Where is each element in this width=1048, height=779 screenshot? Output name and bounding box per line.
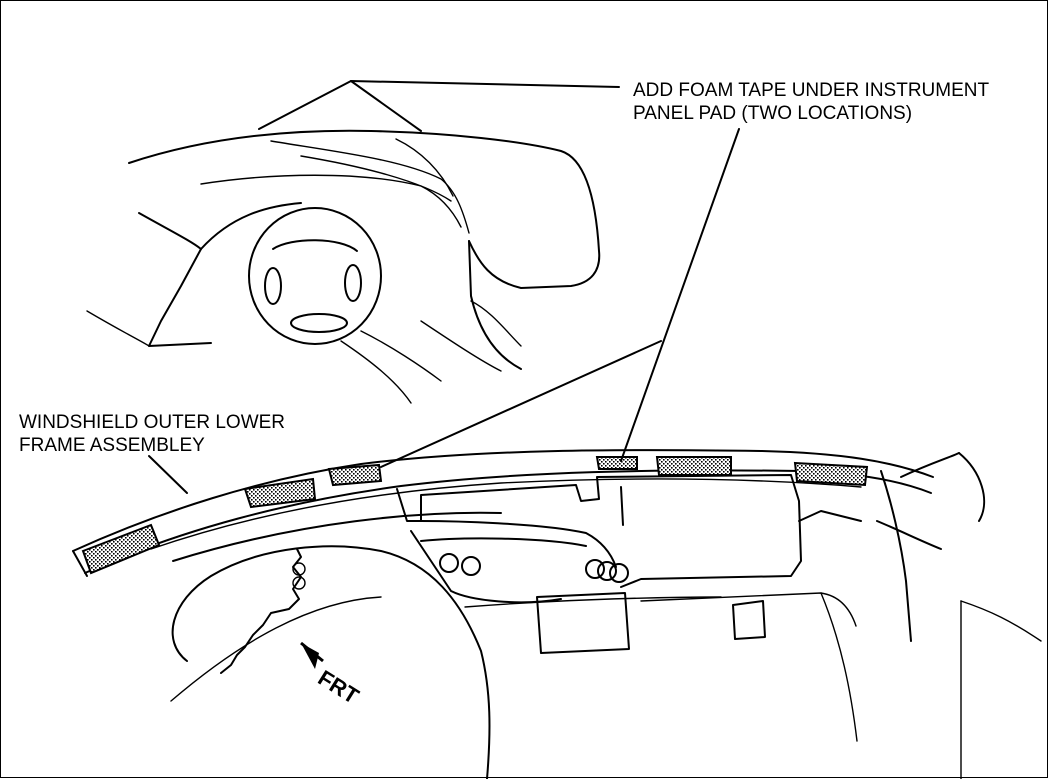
windshield-frame-callout-line1: WINDSHIELD OUTER LOWER bbox=[19, 412, 286, 433]
foam-tape-callout-line2: PANEL PAD (TWO LOCATIONS) bbox=[633, 103, 913, 124]
foam-tape-callout-line1: ADD FOAM TAPE UNDER INSTRUMENT bbox=[633, 80, 990, 101]
dash-assembly-view bbox=[72, 128, 1042, 779]
windshield-frame-callout: WINDSHIELD OUTER LOWER FRAME ASSEMBLEY bbox=[19, 411, 285, 457]
windshield-frame-callout-line2: FRAME ASSEMBLEY bbox=[19, 435, 205, 456]
interior-view bbox=[86, 80, 620, 404]
foam-tape-callout: ADD FOAM TAPE UNDER INSTRUMENT PANEL PAD… bbox=[633, 79, 989, 125]
